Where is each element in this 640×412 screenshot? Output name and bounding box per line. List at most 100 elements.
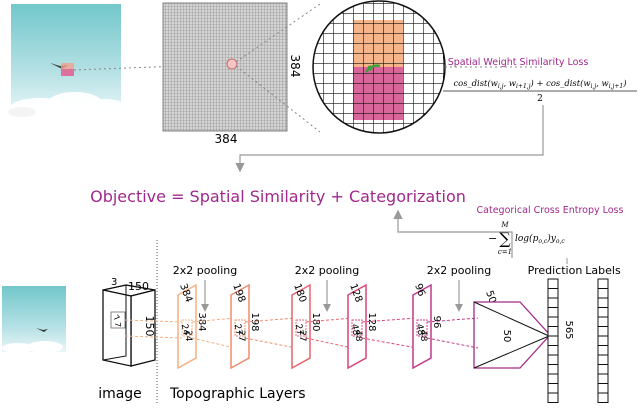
labels-cell	[597, 288, 609, 299]
labels-cell	[597, 345, 609, 356]
layer-side-label: 198	[249, 312, 260, 331]
link-photo-to-grid	[73, 63, 234, 71]
layer-kernel-label: 48	[349, 323, 361, 336]
layer-kernel-label: 48	[414, 323, 426, 336]
layer-kernel	[416, 319, 428, 337]
sky-photo-bottom	[2, 286, 66, 353]
sky-photo-top	[8, 4, 127, 118]
prediction-vector	[547, 278, 559, 403]
prediction-cell	[547, 354, 559, 365]
labels-label: Labels	[585, 264, 621, 277]
input-link	[124, 319, 183, 323]
labels-cell	[597, 373, 609, 384]
ce-loss-formula: − M ∑ c=1 log(po,c)yo,c	[488, 221, 565, 256]
image-caption: image	[98, 386, 142, 402]
labels-cell	[597, 354, 609, 365]
layer-kernel-label-2: 24	[183, 330, 193, 342]
prediction-cell	[547, 392, 559, 403]
ce-sum-top: M	[500, 221, 509, 229]
ce-body: log(po,c)yo,c	[515, 233, 565, 245]
prediction-cell	[547, 326, 559, 337]
input-height-label: 150	[143, 316, 156, 337]
output-size-label: 565	[563, 320, 574, 339]
input-link	[124, 335, 183, 339]
prediction-cell	[547, 278, 559, 289]
layer-link	[361, 337, 418, 349]
prediction-cell	[547, 364, 559, 375]
labels-cell	[597, 278, 609, 289]
layer-kernel-label-2: 48	[418, 330, 428, 342]
layer-link	[191, 337, 236, 349]
labels-vector	[597, 278, 609, 403]
pooling-labels: 2x2 pooling 2x2 pooling 2x2 pooling	[173, 264, 492, 312]
final-projection	[473, 301, 551, 369]
input-depth-label: 3	[111, 277, 117, 288]
pooling-label: 2x2 pooling	[173, 264, 238, 277]
layer-link	[244, 317, 297, 323]
labels-cell	[597, 392, 609, 403]
spatial-loss-title: Spatial Weight Similarity Loss	[448, 57, 589, 68]
layer-link	[426, 337, 479, 349]
prediction-cell	[547, 316, 559, 327]
labels-cell	[597, 307, 609, 318]
ce-loss-title: Categorical Cross Entropy Loss	[477, 205, 624, 216]
layer-side-label: 384	[196, 312, 207, 331]
labels-cell	[597, 383, 609, 394]
weight-grid-384	[162, 2, 288, 132]
prediction-cell	[547, 307, 559, 318]
labels-cell	[597, 335, 609, 346]
labels-cell	[597, 364, 609, 375]
prediction-cell	[547, 335, 559, 346]
layer-link	[305, 337, 353, 349]
layer-kernel-label: 24	[179, 323, 191, 336]
prediction-cell	[547, 373, 559, 384]
layer-side-label: 128	[366, 312, 377, 331]
layer-link	[244, 337, 297, 349]
layer-kernel	[295, 319, 307, 337]
layer-plane	[412, 283, 432, 370]
layer-kernel	[234, 319, 246, 337]
prediction-cell	[547, 383, 559, 394]
layer-plane	[291, 283, 311, 370]
layers-caption: Topographic Layers	[169, 386, 306, 402]
pooling-label: 2x2 pooling	[427, 264, 492, 277]
prediction-cell	[547, 288, 559, 299]
spatial-loss-denominator: 2	[537, 94, 543, 104]
layer-kernel-label: 27	[232, 323, 244, 336]
layer-link	[305, 317, 353, 323]
grid-size-bottom-label: 384	[215, 132, 238, 146]
layer-kernel-label-2: 27	[236, 330, 246, 341]
ce-sum-bottom: c=1	[498, 248, 512, 256]
topographic-layers: 3843842424198198272718018027271281284848…	[124, 282, 512, 370]
input-kernel: 7 7	[110, 311, 126, 329]
layer-link	[191, 317, 236, 323]
labels-cell	[597, 326, 609, 337]
input-kernel-b: 7	[113, 322, 122, 327]
input-kernel-a: 7	[111, 313, 121, 323]
layer-top-label: 50	[483, 289, 498, 305]
layer-side-label: 96	[431, 316, 442, 329]
layer-side-label: 180	[310, 312, 321, 331]
layer-plane	[230, 283, 250, 370]
layer-top-label: 96	[412, 282, 427, 298]
pooling-label: 2x2 pooling	[295, 264, 360, 277]
ce-minus: −	[488, 232, 497, 245]
layer-kernel	[351, 319, 363, 337]
labels-cell	[597, 316, 609, 327]
layer-link	[361, 317, 418, 323]
input-width-label: 150	[128, 280, 149, 293]
prediction-cell	[547, 297, 559, 308]
layer-kernel-label: 27	[293, 323, 305, 336]
layer-kernel-label-2: 27	[297, 330, 307, 341]
layer-plane	[177, 283, 197, 370]
layer-kernel	[181, 319, 193, 337]
grid-size-side-label: 384	[288, 55, 302, 78]
link-grid-to-zoom-top	[235, 3, 321, 63]
layer-kernel-label-2: 48	[353, 330, 363, 342]
